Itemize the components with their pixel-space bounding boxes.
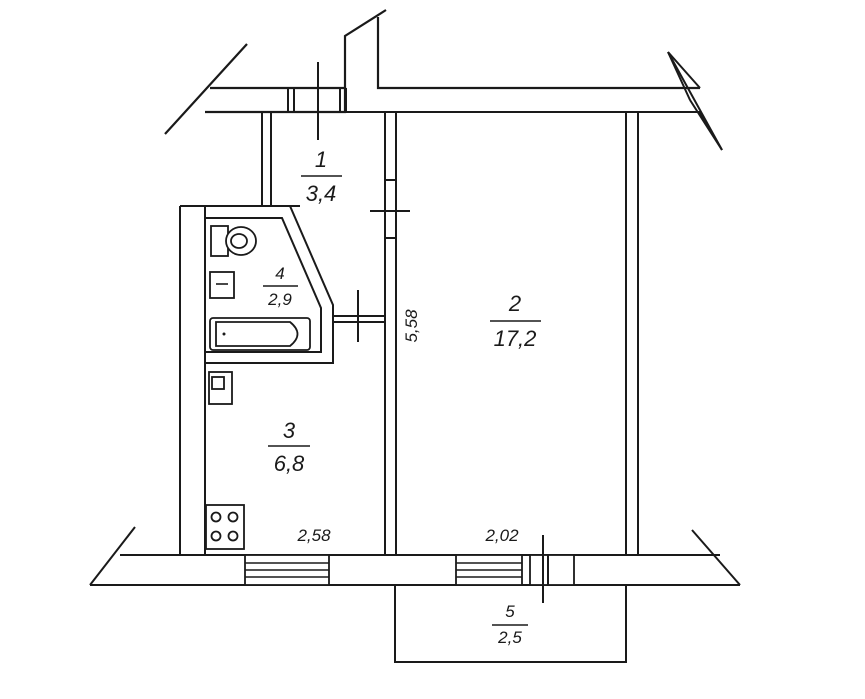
kitchen-sink-icon	[208, 371, 233, 405]
room-1-number: 1	[315, 147, 327, 172]
room-5-area: 2,5	[497, 628, 522, 647]
ventilation-shaft	[343, 9, 700, 90]
top-wall-break	[667, 51, 723, 151]
bottom-wall	[89, 526, 741, 586]
entrance-door	[287, 62, 347, 140]
bathroom-door	[333, 290, 385, 342]
room-3-number: 3	[283, 418, 296, 443]
room-window	[455, 554, 523, 586]
washbasin-icon	[209, 271, 235, 299]
room-2-number: 2	[508, 291, 521, 316]
room-3-area: 6,8	[274, 451, 305, 476]
bathroom-block	[205, 205, 334, 364]
room-1-area: 3,4	[306, 181, 337, 206]
room-4-area: 2,9	[267, 290, 292, 309]
corridor-partition	[261, 112, 272, 206]
bathtub-icon	[209, 317, 311, 351]
room-window-dimension: 2,02	[484, 526, 519, 545]
room-4-number: 4	[275, 264, 284, 283]
kitchen-window-dimension: 2,58	[296, 526, 331, 545]
balcony-door	[529, 535, 575, 603]
toilet-icon	[210, 225, 257, 257]
room-5-number: 5	[505, 602, 515, 621]
partition-main	[384, 112, 397, 555]
balcony	[394, 585, 627, 663]
door-room-2	[370, 179, 410, 239]
partition-right	[625, 112, 639, 555]
stove-icon	[205, 504, 245, 550]
partition-dimension: 5,58	[402, 309, 421, 343]
kitchen-window	[244, 554, 330, 586]
left-wall	[179, 205, 300, 555]
room-2-area: 17,2	[494, 326, 537, 351]
